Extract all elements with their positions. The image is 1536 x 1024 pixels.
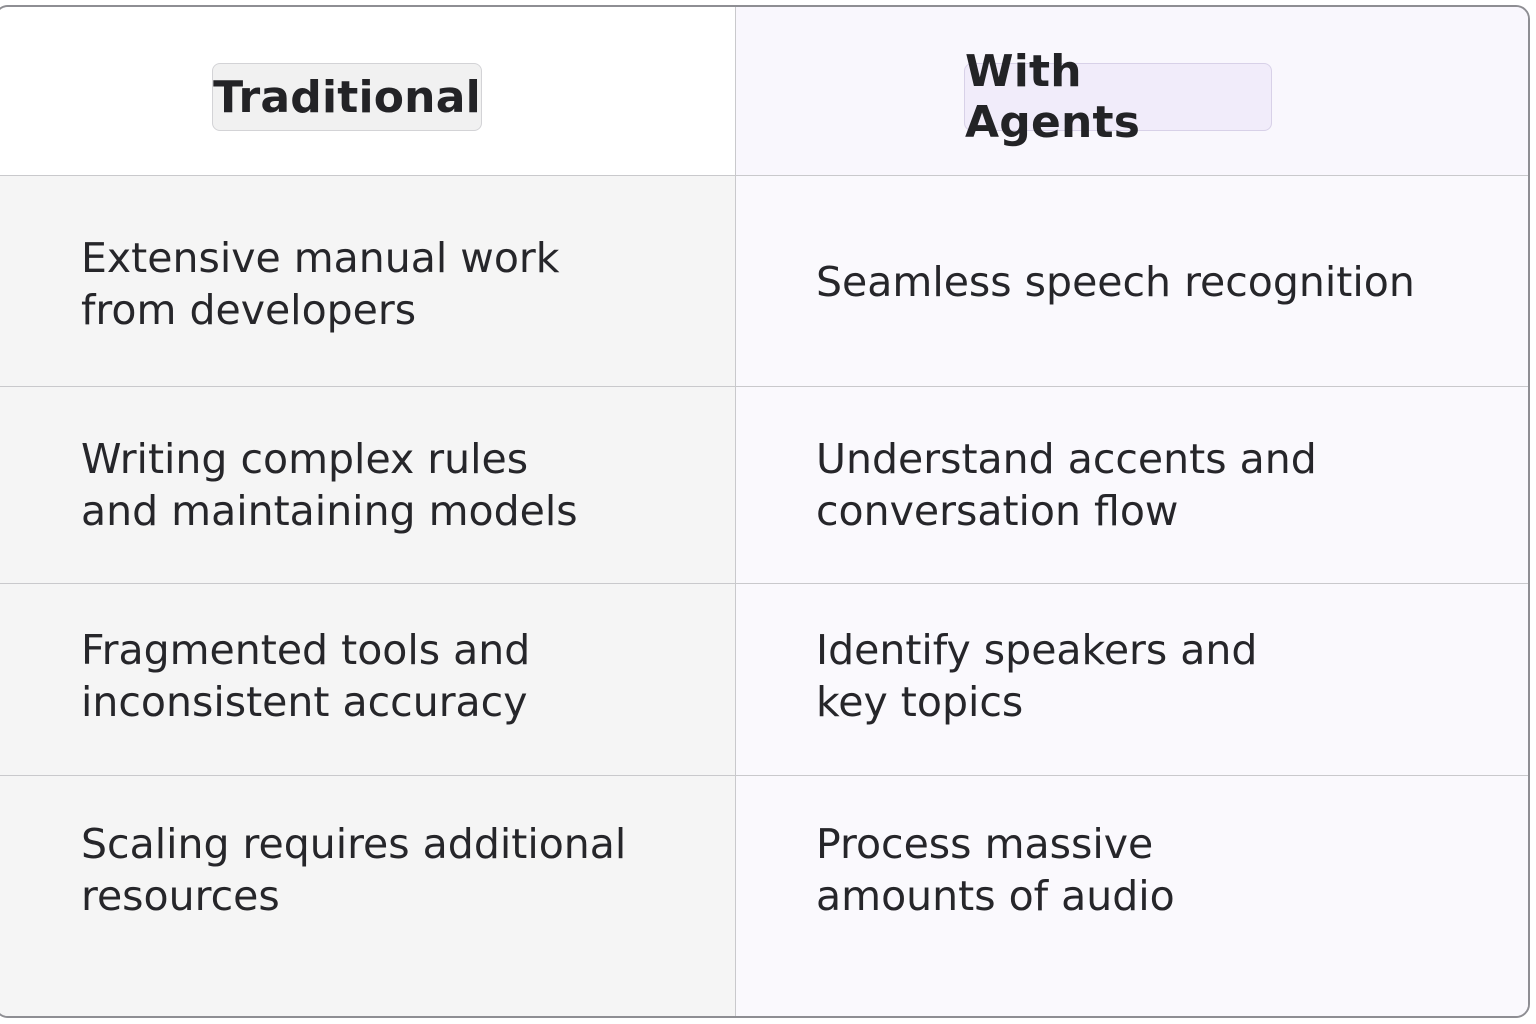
row-4-traditional-line-2: resources [81, 872, 280, 920]
row-2-agents-line-1: Understand accents and [816, 435, 1317, 483]
row-3-traditional-text: Fragmented tools and inconsistent accura… [81, 624, 530, 728]
row-1-agents-text: Seamless speech recognition [816, 256, 1415, 308]
row-3-traditional-line-2: inconsistent accuracy [81, 678, 528, 726]
row-3-traditional-line-1: Fragmented tools and [81, 626, 531, 674]
row-3-agents-text: Identify speakers and key topics [816, 624, 1257, 728]
row-3-agents-line-2: key topics [816, 678, 1024, 726]
row-2-traditional-line-1: Writing complex rules [81, 435, 529, 483]
row-1-traditional-text: Extensive manual work from developers [81, 232, 560, 336]
row-2-agents-cell: Understand accents and conversation flow [736, 387, 1528, 584]
row-2-traditional-line-2: and maintaining models [81, 487, 578, 535]
row-3-agents-cell: Identify speakers and key topics [736, 584, 1528, 776]
row-2-traditional-cell: Writing complex rules and maintaining mo… [0, 387, 736, 584]
header-cell-traditional: Traditional [0, 7, 736, 176]
row-3-traditional-cell: Fragmented tools and inconsistent accura… [0, 584, 736, 776]
row-1-agents-line-1: Seamless speech recognition [816, 258, 1415, 306]
row-2-agents-line-2: conversation flow [816, 487, 1179, 535]
header-cell-with-agents: With Agents [736, 7, 1528, 176]
row-4-traditional-cell: Scaling requires additional resources [0, 776, 736, 1016]
row-1-agents-cell: Seamless speech recognition [736, 176, 1528, 387]
row-4-agents-line-2: amounts of audio [816, 872, 1175, 920]
row-2-agents-text: Understand accents and conversation flow [816, 433, 1317, 537]
row-4-agents-cell: Process massive amounts of audio [736, 776, 1528, 1016]
row-1-traditional-line-2: from developers [81, 286, 417, 334]
row-1-traditional-cell: Extensive manual work from developers [0, 176, 736, 387]
row-3-agents-line-1: Identify speakers and [816, 626, 1258, 674]
comparison-grid: Traditional With Agents Extensive manual… [0, 7, 1528, 1016]
row-2-traditional-text: Writing complex rules and maintaining mo… [81, 433, 578, 537]
row-4-agents-text: Process massive amounts of audio [816, 818, 1175, 922]
row-4-agents-line-1: Process massive [816, 820, 1154, 868]
row-4-traditional-line-1: Scaling requires additional [81, 820, 627, 868]
row-4-traditional-text: Scaling requires additional resources [81, 818, 626, 922]
with-agents-header-badge: With Agents [964, 46, 1272, 148]
traditional-header-badge: Traditional [212, 63, 482, 131]
row-1-traditional-line-1: Extensive manual work [81, 234, 560, 282]
comparison-table: Traditional With Agents Extensive manual… [0, 5, 1530, 1018]
